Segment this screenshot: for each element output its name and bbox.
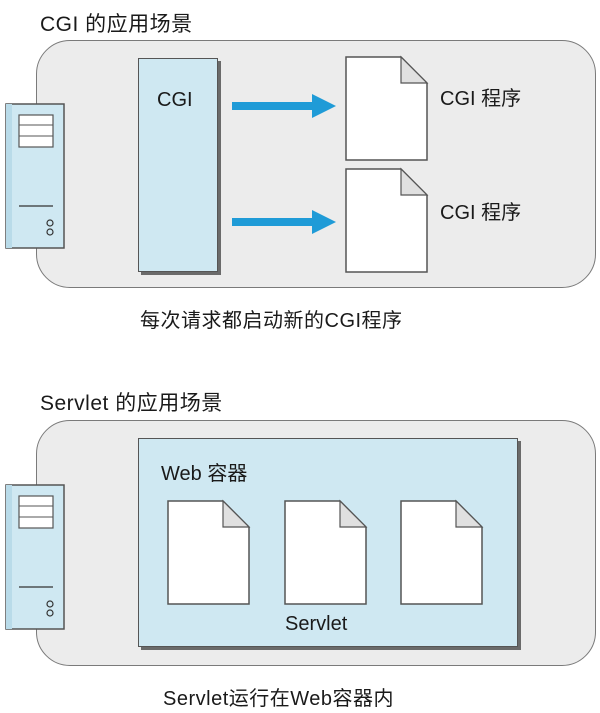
cgi-panel (36, 40, 596, 288)
arrow-right-icon (232, 210, 336, 234)
servlet-caption: Servlet运行在Web容器内 (163, 688, 395, 710)
document-icon (400, 499, 484, 605)
web-container-label: Web 容器 (161, 463, 248, 485)
arrow-right-icon (232, 94, 336, 118)
cgi-process-column: CGI (138, 58, 218, 272)
cgi-program-label: CGI 程序 (440, 202, 522, 224)
document-icon (167, 499, 251, 605)
document-icon (345, 55, 429, 161)
cgi-label: CGI (157, 89, 193, 111)
servlet-label: Servlet (285, 613, 348, 635)
cgi-caption: 每次请求都启动新的CGI程序 (140, 310, 403, 332)
document-icon (284, 499, 368, 605)
servlet-section-title: Servlet 的应用场景 (40, 392, 223, 415)
cgi-section-title: CGI 的应用场景 (40, 13, 193, 36)
server-icon (5, 484, 65, 630)
document-icon (345, 167, 429, 273)
cgi-program-label: CGI 程序 (440, 88, 522, 110)
server-icon (5, 103, 65, 249)
